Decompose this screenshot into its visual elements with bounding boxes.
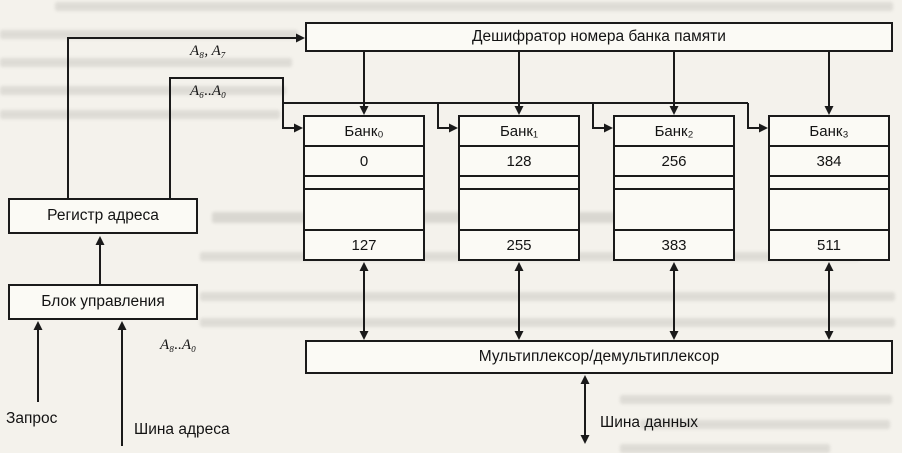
arrowhead-down [514,106,524,115]
decoder-box: Дешифратор номера банка памяти [305,22,893,52]
request-label: Запрос [6,410,58,427]
arrowhead-right [294,123,303,133]
arrowheads [33,33,834,444]
address-register-box: Регистр адреса [8,198,198,234]
arrowhead-down [580,435,590,444]
arrowhead-down [359,331,369,340]
bank1-cell-divider [460,177,578,190]
arrowhead-right [604,123,613,133]
arrowhead-up [580,375,590,384]
mux-label: Мультиплексор/демультиплексор [478,348,720,366]
connector-lines [37,37,830,446]
bank2-end-address: 383 [615,229,733,259]
bank0-start-address: 0 [305,147,423,177]
wire-feed-bank0 [282,103,294,129]
bank0-ellipsis-area [305,190,423,229]
bank3-ellipsis-area [770,190,888,229]
bank2-ellipsis-area [615,190,733,229]
arrowhead-up [824,262,834,271]
wire-feed-bank2 [592,103,604,129]
arrowhead-down [824,106,834,115]
a6-a0-label: A₆..A₀ [190,83,227,99]
bank2-title: Банк₂ [615,117,733,147]
bank0-box: Банк₀ 0 127 [303,115,425,261]
bank0-title: Банк₀ [305,117,423,147]
arrowhead-up [669,262,679,271]
address-bus-label: Шина адреса [134,421,230,438]
bank3-end-address: 511 [770,229,888,259]
a8-a0-label: A₈..A₀ [160,337,197,353]
arrowhead-down [359,106,369,115]
arrowhead-down [669,331,679,340]
mux-box: Мультиплексор/демультиплексор [305,340,893,374]
arrowhead-up [95,236,105,245]
bank0-end-address: 127 [305,229,423,259]
wire-a8-a7 [67,37,296,198]
address-register-label: Регистр адреса [47,207,159,225]
decoder-label: Дешифратор номера банка памяти [472,28,726,46]
bank2-box: Банк₂ 256 383 [613,115,735,261]
bank3-start-address: 384 [770,147,888,177]
arrowhead-up [359,262,369,271]
arrowhead-right [759,123,768,133]
bank3-box: Банк₃ 384 511 [768,115,890,261]
arrowhead-down [514,331,524,340]
bank2-cell-divider [615,177,733,190]
control-unit-label: Блок управления [41,293,165,311]
wire-feed-bank3 [747,103,759,129]
arrowhead-up [33,321,43,330]
arrowhead-down [669,106,679,115]
arrowhead-right [449,123,458,133]
bank1-end-address: 255 [460,229,578,259]
bank3-cell-divider [770,177,888,190]
data-bus-label: Шина данных [600,414,699,431]
bank1-start-address: 128 [460,147,578,177]
control-unit-box: Блок управления [8,284,198,320]
bank1-ellipsis-area [460,190,578,229]
a8-a7-label: A₈, A₇ [190,43,226,59]
bank1-box: Банк₁ 128 255 [458,115,580,261]
arrowhead-down [824,331,834,340]
wire-feed-bank1 [437,103,449,129]
arrowhead-right [296,33,305,43]
bank0-cell-divider [305,177,423,190]
bank2-start-address: 256 [615,147,733,177]
bank1-title: Банк₁ [460,117,578,147]
arrowhead-up [117,321,127,330]
bank3-title: Банк₃ [770,117,888,147]
arrowhead-up [514,262,524,271]
